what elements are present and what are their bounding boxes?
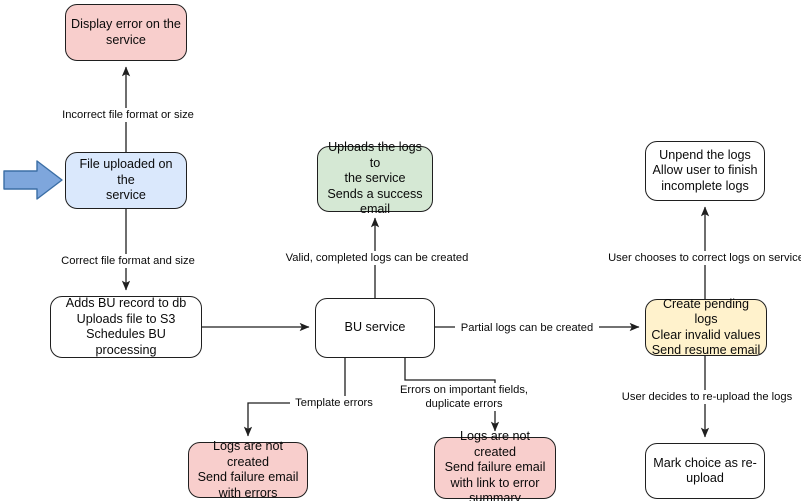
node-uploads-logs[interactable]: Uploads the logs to the service Sends a … [317,140,433,216]
node-display-error[interactable]: Display error on the service [65,4,187,61]
node-unpend-logs[interactable]: Unpend the logs Allow user to finish inc… [645,141,765,201]
node-bu-service[interactable]: BU service [315,298,435,358]
node-logs-not-created-template[interactable]: Logs are not created Send failure email … [188,439,308,500]
edge-label-partial-logs: Partial logs can be created [455,321,599,335]
edge-label-user-corrects-logs: User chooses to correct logs on service [606,251,801,265]
edge-label-valid-completed-logs: Valid, completed logs can be created [281,251,473,265]
edge-label-incorrect-format: Incorrect file format or size [55,108,201,122]
node-mark-choice-reupload[interactable]: Mark choice as re- upload [645,443,765,499]
node-create-pending-logs[interactable]: Create pending logs Clear invalid values… [645,297,767,357]
start-arrow-icon [3,160,63,200]
edge-label-template-errors: Template errors [290,396,378,410]
node-file-uploaded[interactable]: File uploaded on the service [65,152,187,209]
node-logs-not-created-fields[interactable]: Logs are not created Send failure email … [434,429,556,501]
edge-label-errors-important-fields: Errors on important fields, duplicate er… [392,383,536,411]
edge-label-correct-format: Correct file format and size [56,254,200,268]
node-adds-bu-record[interactable]: Adds BU record to db Uploads file to S3 … [50,296,202,358]
edge-label-user-reupload: User decides to re-upload the logs [619,390,795,404]
